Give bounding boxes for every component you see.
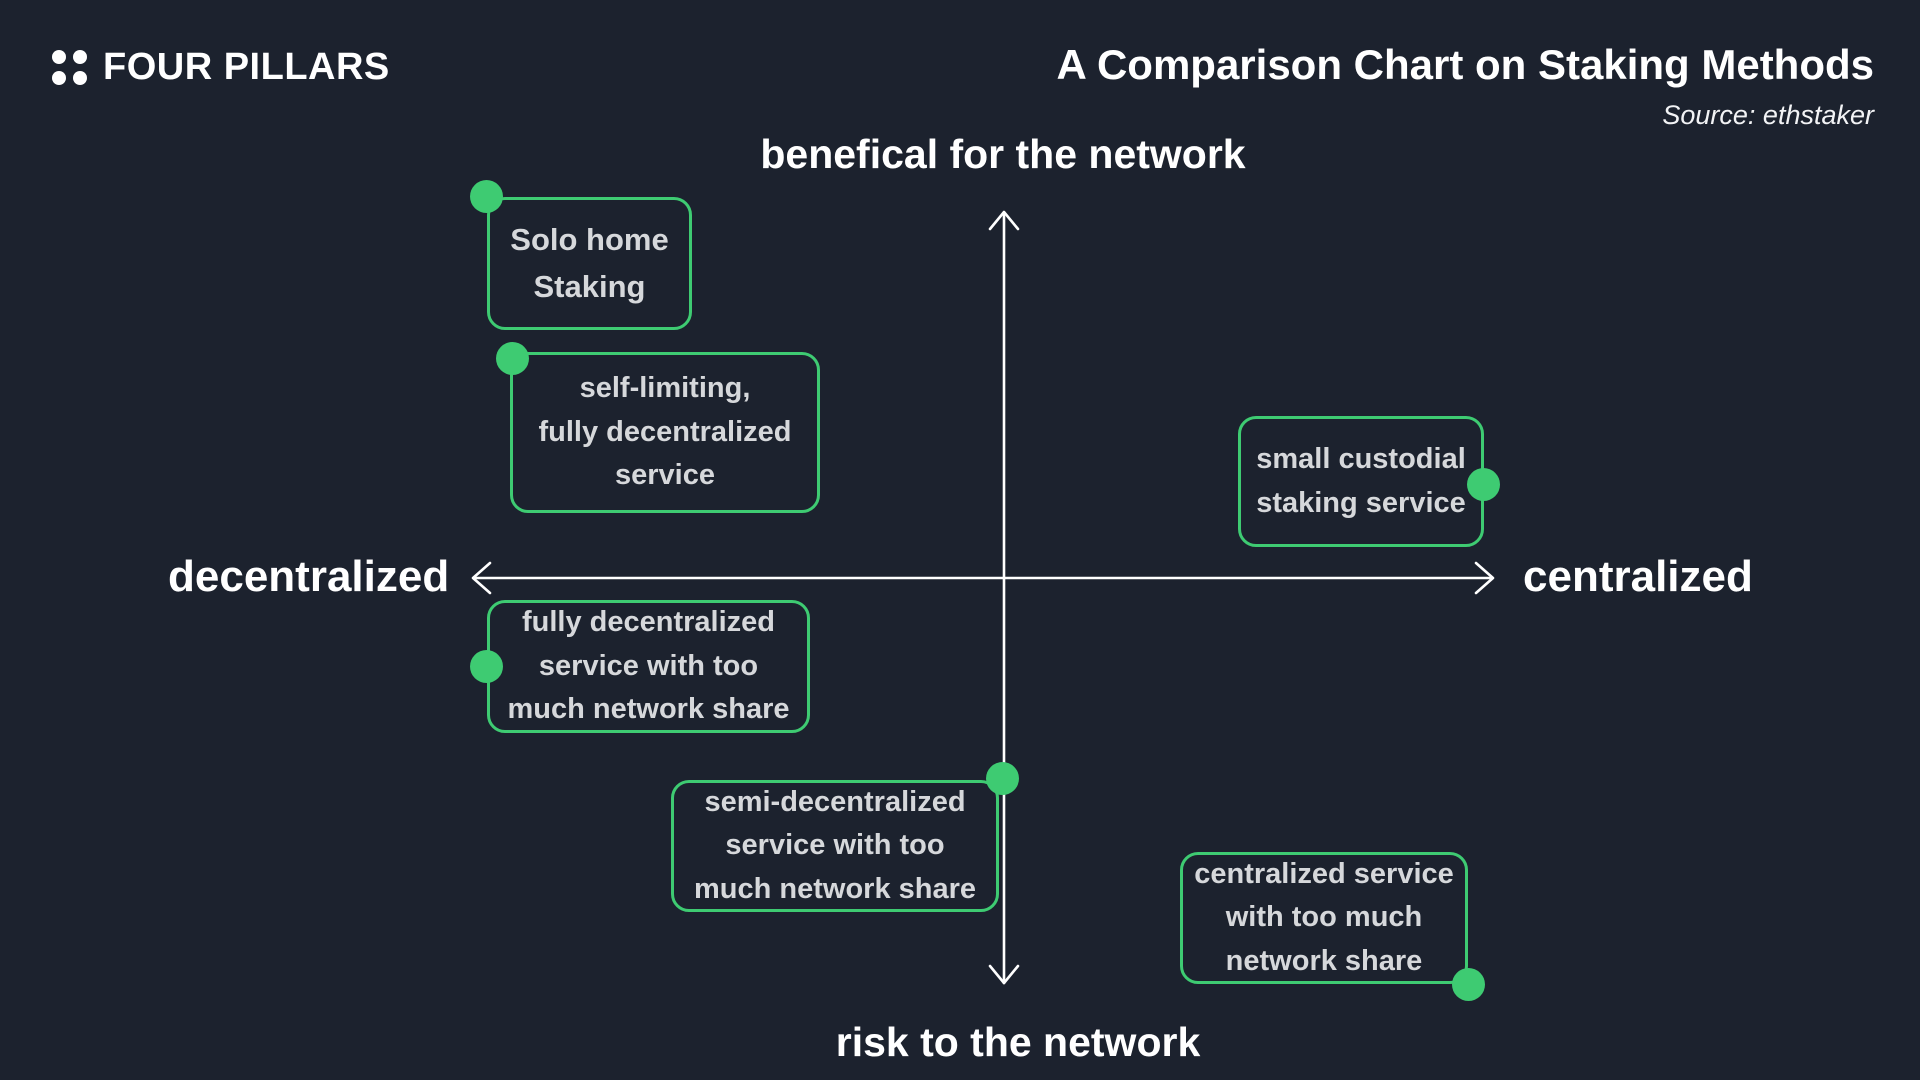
node-box-small-custodial-service: small custodial staking service bbox=[1238, 416, 1484, 547]
data-point-dot-small-custodial-service bbox=[1467, 468, 1500, 501]
axis-label-right: centralized bbox=[1523, 552, 1753, 601]
node-box-fully-decentralized-too-much-share: fully decentralized service with too muc… bbox=[487, 600, 810, 733]
logo-dot bbox=[52, 49, 66, 64]
logo-text: FOUR PILLARS bbox=[103, 46, 390, 88]
data-point-dot-fully-decentralized-too-much-share bbox=[470, 650, 503, 683]
up-arrowhead-icon bbox=[988, 210, 1020, 231]
node-box-centralized-too-much-share: centralized service with too much networ… bbox=[1180, 852, 1468, 984]
four-pillars-logo-icon bbox=[52, 49, 87, 85]
data-point-dot-solo-home-staking bbox=[470, 180, 503, 213]
node-box-self-limiting-service: self-limiting, fully decentralized servi… bbox=[510, 352, 820, 513]
node-box-semi-decentralized-too-much-share: semi-decentralized service with too much… bbox=[671, 780, 999, 912]
axis-label-top: benefical for the network bbox=[760, 131, 1246, 177]
down-arrowhead-icon bbox=[988, 964, 1020, 985]
data-point-dot-self-limiting-service bbox=[496, 342, 529, 375]
logo-dot bbox=[73, 70, 87, 85]
left-arrowhead-icon bbox=[471, 561, 492, 595]
axis-label-left: decentralized bbox=[168, 552, 450, 601]
logo-dot bbox=[73, 49, 87, 64]
source-attribution: Source: ethstaker bbox=[1662, 100, 1874, 130]
data-point-dot-centralized-too-much-share bbox=[1452, 968, 1485, 1001]
chart-title: A Comparison Chart on Staking Methods bbox=[1056, 41, 1874, 88]
axis-label-bottom: risk to the network bbox=[835, 1019, 1201, 1065]
right-arrowhead-icon bbox=[1474, 561, 1495, 595]
node-box-solo-home-staking: Solo home Staking bbox=[487, 197, 692, 330]
data-point-dot-semi-decentralized-too-much-share bbox=[986, 762, 1019, 795]
four-pillars-logo: FOUR PILLARS bbox=[52, 48, 390, 86]
logo-dot bbox=[52, 70, 66, 85]
